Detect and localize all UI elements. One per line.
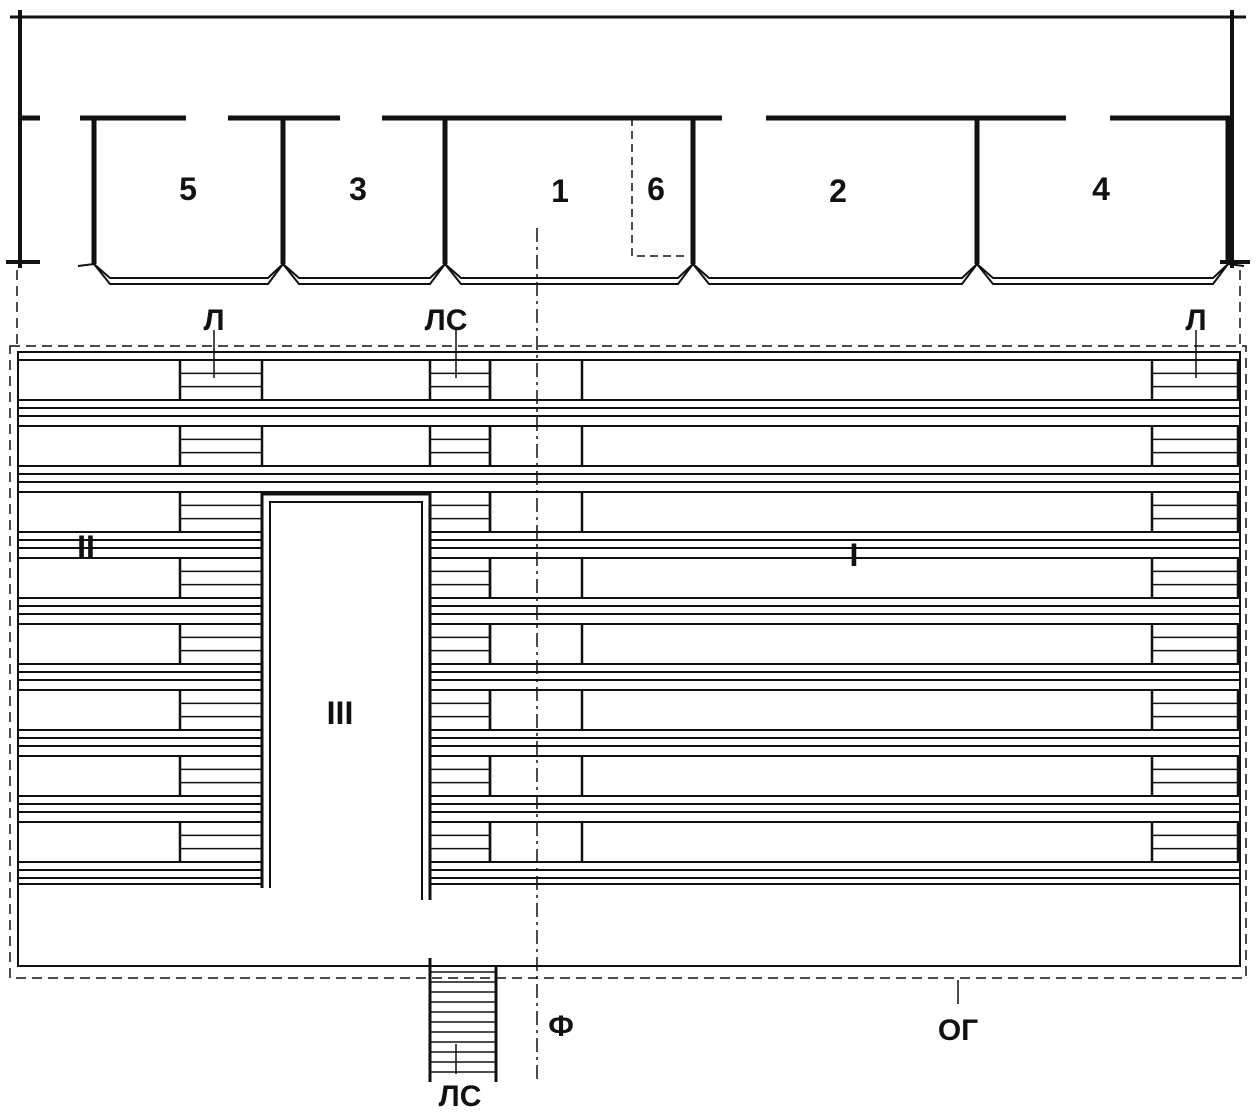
- callout-leaders: [213, 330, 1197, 1074]
- label-ls-bottom: ЛС: [439, 1080, 482, 1113]
- hall-outline: [17, 351, 1241, 967]
- boundary-dashes: [16, 228, 1241, 1082]
- room-label-5: 5: [179, 171, 197, 207]
- room-label-6: 6: [647, 171, 665, 207]
- zone-iii-block: [260, 492, 432, 900]
- room-labels: 5 3 1 6 2 4: [179, 171, 1110, 209]
- building-frame: [6, 10, 1250, 268]
- room-label-1: 1: [551, 173, 569, 209]
- room-label-2: 2: [829, 173, 847, 209]
- zone-label-ii: II: [77, 529, 95, 565]
- label-f: Ф: [548, 1010, 574, 1043]
- label-ls-top: ЛС: [425, 304, 468, 337]
- zone-labels: I II III: [77, 529, 858, 731]
- label-l-right: Л: [1185, 304, 1206, 337]
- seating-rows: [18, 359, 1240, 885]
- room-label-4: 4: [1092, 171, 1110, 207]
- room-label-3: 3: [349, 171, 367, 207]
- bottom-stair: [428, 958, 498, 1082]
- room-walls: [77, 118, 1245, 285]
- enclosure-dashed: [9, 345, 1247, 979]
- label-og: ОГ: [938, 1014, 978, 1047]
- zone-label-iii: III: [327, 695, 354, 731]
- callout-labels: Л ЛС Л ЛС Ф ОГ: [203, 304, 1206, 1113]
- label-l-left: Л: [203, 304, 224, 337]
- zone-label-i: I: [850, 537, 859, 573]
